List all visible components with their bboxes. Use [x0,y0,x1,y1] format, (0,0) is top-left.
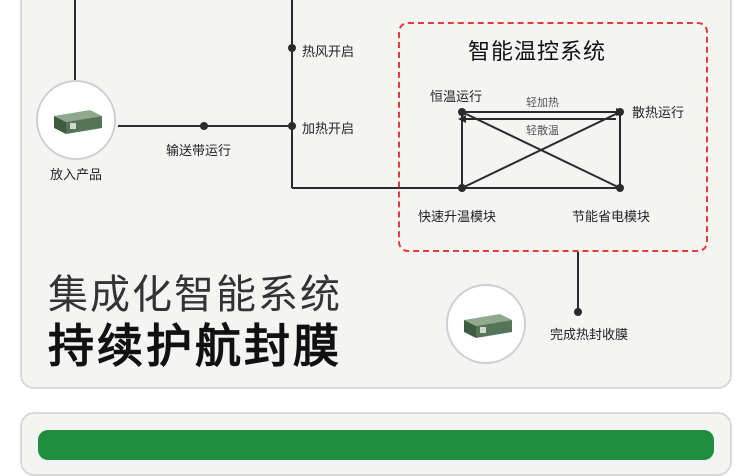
dot-dissipate [616,108,624,116]
product-circle-finish [446,284,526,364]
flow-lines [74,0,624,316]
line-cross-b [461,111,621,189]
headline-line2: 持续护航封膜 [48,319,342,373]
product-box-icon [54,110,102,134]
dot-heating [288,122,296,130]
label-heat-dissipation: 散热运行 [632,106,685,121]
main-panel [20,0,732,389]
dot-finish [574,308,582,316]
headline-line1: 集成化智能系统 [48,272,342,318]
dot-hot-air [288,44,296,52]
label-conveyor: 输送带运行 [166,144,232,159]
dot-conveyor [200,122,208,130]
label-energy-module: 节能省电模块 [572,210,651,225]
label-finish-shrink: 完成热封收膜 [550,328,629,343]
product-box-icon [464,314,512,338]
label-fast-heat-module: 快速升温模块 [418,210,497,225]
box-title: 智能温控系统 [468,40,607,65]
label-put-product: 放入产品 [50,168,103,183]
label-constant-temp: 恒温运行 [430,90,483,105]
arrowhead-left [458,115,466,123]
temp-control-box [398,22,708,252]
label-light-dissipate: 轻散温 [526,124,559,137]
label-hot-air: 热风开启 [302,45,355,60]
label-heating: 加热开启 [302,122,355,137]
product-circle-start [36,80,116,160]
dot-energy [616,184,624,192]
dot-constant [458,108,466,116]
label-light-heat: 轻加热 [526,96,559,109]
dot-fast-heat [458,184,466,192]
